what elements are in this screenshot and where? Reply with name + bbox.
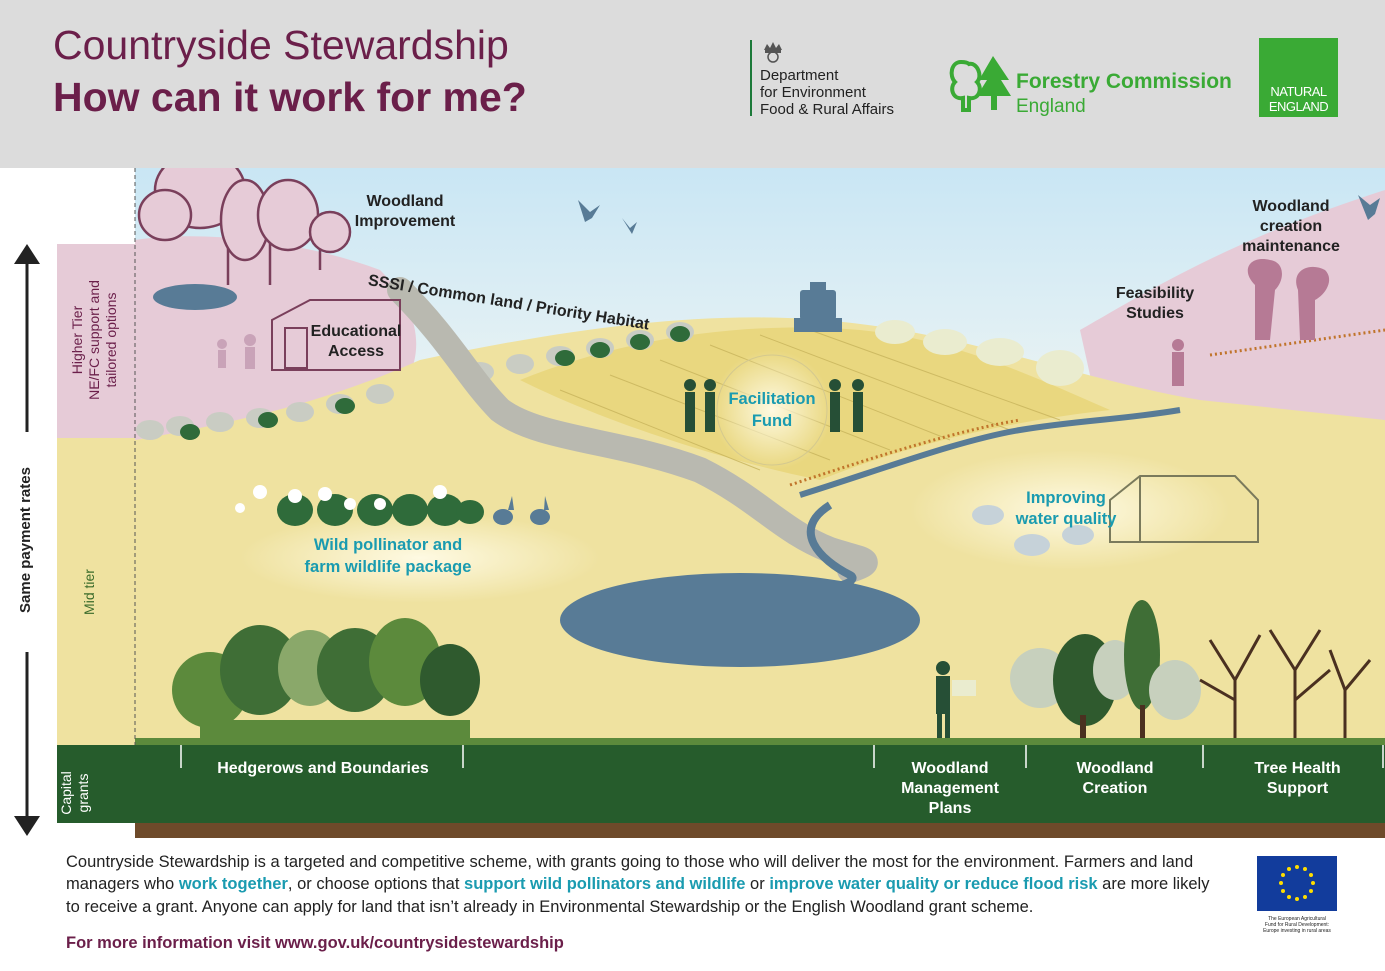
payment-arrow (14, 244, 40, 836)
capital-dividers (180, 745, 1384, 768)
pond (560, 573, 920, 667)
defra-line-1: Department (760, 67, 839, 84)
tree-icon (1247, 259, 1330, 340)
natural-england-logo (1259, 38, 1338, 117)
higher-tier-label: Higher Tier NE/FC support and tailored o… (69, 280, 119, 400)
tree-health-label: Tree Health Support (1254, 760, 1341, 797)
header-band (0, 0, 1385, 168)
bird-icon (578, 195, 1380, 234)
soil-strip (135, 823, 1385, 838)
fence (789, 418, 1021, 487)
person-icon (684, 379, 864, 432)
children-icon (217, 334, 256, 369)
wild-pollinator-label: Wild pollinator and farm wildlife packag… (304, 536, 472, 576)
forestry-commission-region: England (1016, 96, 1086, 117)
eu-caption-1: The European Agricultural (1268, 916, 1326, 922)
water-quality-highlight (910, 450, 1230, 570)
educational-access-label: Educational Access (310, 323, 402, 360)
higher-tier-land-left (135, 168, 417, 440)
woodland-creation-maintenance-label: Woodland creation maintenance (1242, 198, 1340, 255)
description-text-4: are more likely to receive a grant. Anyo… (66, 875, 1210, 916)
eu-caption-2: Fund for Rural Development: (1264, 922, 1330, 928)
page-subtitle: How can it work for me? (53, 74, 527, 120)
grass-strip (135, 738, 1385, 748)
woodland-management-label: Woodland Management Plans (901, 760, 999, 817)
forestry-commission-name: Forestry Commission (1016, 70, 1232, 93)
stream-upper (799, 407, 1181, 498)
small-pond (153, 284, 237, 310)
barn-icon (271, 299, 401, 371)
eu-caption-3: Europe investing in rural areas (1263, 928, 1331, 934)
tree-logo-icon (949, 56, 1011, 112)
eu-flag-icon (1257, 856, 1337, 911)
cow-icon (972, 505, 1094, 556)
highlight-work-together: work together (178, 875, 288, 894)
same-payment-rates-label: Same payment rates (17, 467, 34, 613)
hedgerows-label: Hedgerows and Boundaries (217, 760, 429, 777)
defra-divider (750, 40, 752, 116)
highlight-water-quality: improve water quality or reduce flood ri… (769, 875, 1098, 894)
facilitation-ring (716, 354, 828, 466)
person-icon (1172, 339, 1184, 386)
capital-grants-label: Capital grants (58, 771, 91, 815)
more-info-link[interactable]: For more information visit www.gov.uk/co… (66, 934, 564, 952)
tree-icon (1010, 600, 1201, 745)
feasibility-studies-label: Feasibility Studies (1115, 285, 1195, 322)
tractor-icon (794, 282, 842, 332)
crown-crest-icon (764, 42, 782, 63)
page-title: Countryside Stewardship (53, 22, 509, 68)
description-text-1: Countryside Stewardship is a targeted an… (66, 853, 1194, 894)
bare-tree-icon (1199, 629, 1372, 745)
bushes (180, 326, 690, 440)
tree-icon (137, 168, 352, 285)
sheep-icon (875, 320, 1084, 386)
capital-grants-band (57, 745, 1385, 823)
description-paragraph: Countryside Stewardship is a targeted an… (66, 851, 1226, 918)
countryside-scene (14, 168, 1385, 838)
natural-england-line-1: NATURAL (1270, 84, 1327, 99)
higher-tier-land-right (1080, 190, 1385, 450)
higher-tier-band (57, 244, 135, 438)
hedge-flowers (277, 494, 484, 526)
woodland-creation-label: Woodland Creation (1076, 760, 1154, 797)
flower-icon (235, 485, 447, 513)
facilitation-highlight (712, 350, 832, 470)
improving-water-quality-label: Improving water quality (1015, 489, 1117, 528)
defra-line-2: for Environment (760, 84, 866, 101)
highlight-pollinators: support wild pollinators and wildlife (464, 875, 746, 894)
tree-icon (172, 618, 480, 745)
stone-wall-path (387, 277, 878, 583)
defra-line-3: Food & Rural Affairs (760, 101, 894, 118)
natural-england-line-2: ENGLAND (1268, 99, 1329, 114)
facilitation-fund-label: Facilitation Fund (728, 390, 816, 430)
pollinator-highlight (240, 513, 600, 603)
mid-tier-label: Mid tier (81, 569, 97, 615)
woodland-improvement-label: Woodland Improvement (354, 193, 456, 230)
description-text-2: , or choose options that (287, 875, 465, 894)
description-text-3: or (745, 875, 770, 894)
mid-tier-band (57, 438, 135, 745)
rabbit-icon (493, 496, 550, 525)
barn-icon (1109, 475, 1259, 543)
person-icon (936, 661, 976, 744)
